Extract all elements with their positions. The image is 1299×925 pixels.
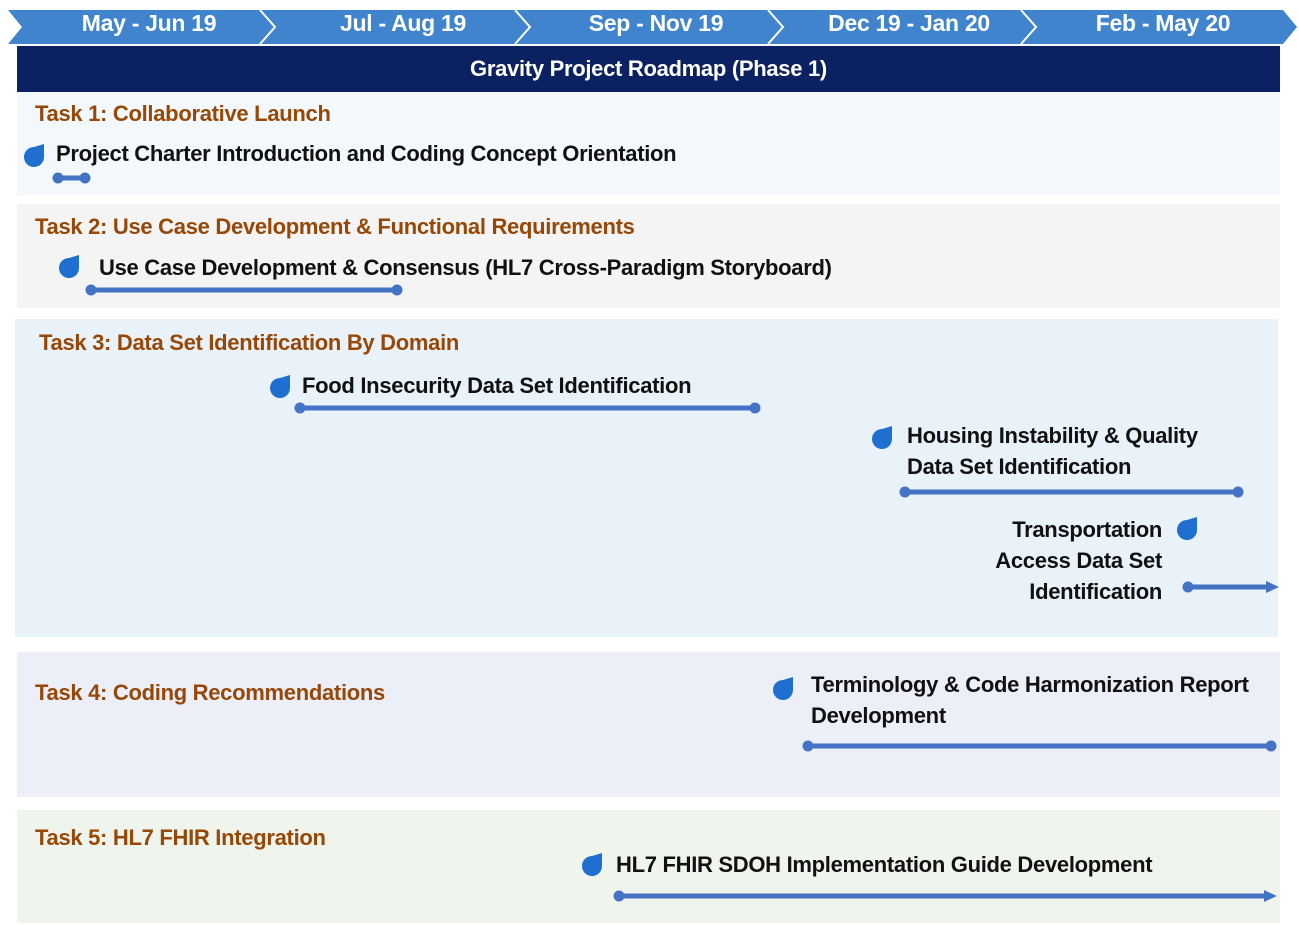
droplet-marker-icon [270,375,290,398]
task-title: Task 2: Use Case Development & Functiona… [35,214,635,239]
activity-label: Terminology & Code Harmonization Report [811,672,1249,697]
activity-label: Transportation [1012,517,1162,542]
activity-label: Food Insecurity Data Set Identification [302,373,692,398]
task-title: Task 1: Collaborative Launch [35,101,331,126]
timeline-period: Sep - Nov 19 [588,10,724,36]
task-title: Task 4: Coding Recommendations [35,680,385,705]
timeline-period: Jul - Aug 19 [340,10,466,36]
timeline-band-shape [8,10,1297,44]
activity-label: Use Case Development & Consensus (HL7 Cr… [99,255,832,280]
timeline-period: May - Jun 19 [81,10,217,36]
droplet-marker-icon [872,426,892,449]
task-title: Task 3: Data Set Identification By Domai… [39,330,460,355]
timeline-band [8,9,1297,45]
activity-label: HL7 FHIR SDOH Implementation Guide Devel… [616,852,1153,877]
roadmap-title: Gravity Project Roadmap (Phase 1) [17,46,1280,92]
droplet-marker-icon [59,255,79,278]
timeline-separators [259,9,1038,45]
task-title: Task 5: HL7 FHIR Integration [35,825,326,850]
activity-label: Data Set Identification [907,454,1132,479]
timeline-separator [1020,9,1038,45]
timeline-period: Dec 19 - Jan 20 [828,10,990,36]
activity-label: Housing Instability & Quality [907,423,1198,448]
task-panel-4 [17,652,1280,797]
timeline-separator [514,9,532,45]
timeline-separator [767,9,785,45]
timeline-period: Feb - May 20 [1095,10,1231,36]
activity-label: Development [811,703,946,728]
activity-label: Project Charter Introduction and Coding … [56,141,677,166]
timeline-separator [259,9,277,45]
activity-label: Access Data Set [995,548,1162,573]
droplet-marker-icon [24,144,44,167]
task-panel-3 [15,319,1278,637]
task-panel-1 [17,92,1280,195]
droplet-marker-icon [1177,517,1197,540]
activity-label: Identification [1029,579,1162,604]
droplet-marker-icon [582,853,602,876]
droplet-marker-icon [773,677,793,700]
task-panel-5 [17,810,1280,923]
